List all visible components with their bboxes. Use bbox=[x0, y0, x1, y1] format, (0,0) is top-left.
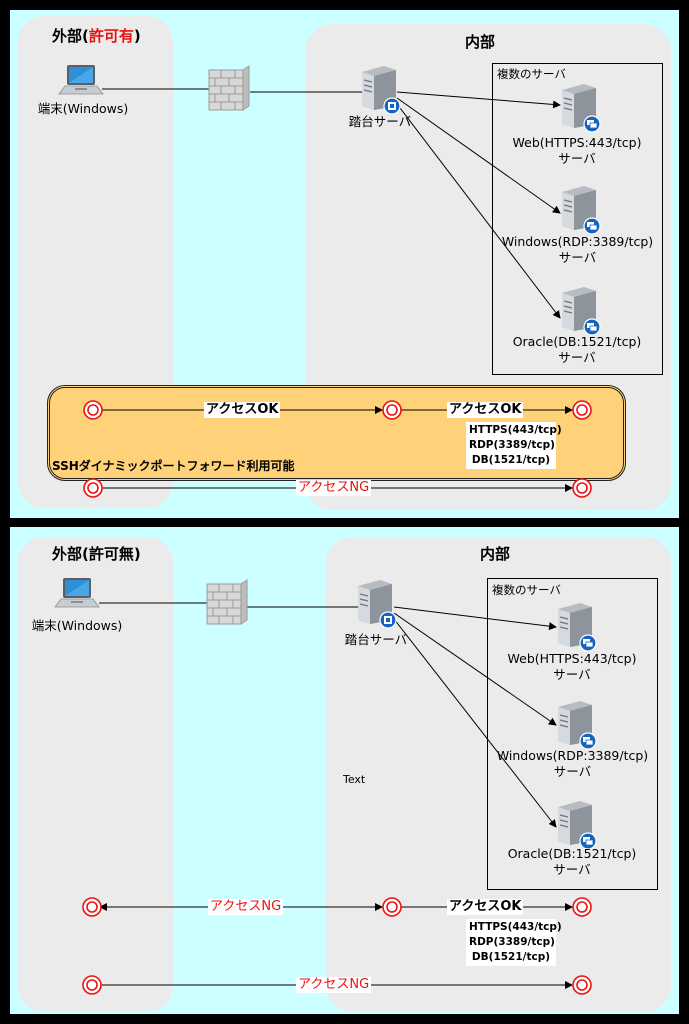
server-endpoint bbox=[572, 897, 592, 917]
bastion-windows-arrow bbox=[393, 612, 557, 726]
flow-ext-bastion-label: アクセスNG bbox=[208, 899, 284, 915]
bastion-label: 踏台サーバ bbox=[348, 114, 412, 129]
server-group-box bbox=[487, 578, 658, 890]
bastion-server-icon bbox=[358, 580, 397, 629]
port-list: HTTPS(443/tcp)RDP(3389/tcp)DB(1521/tcp) bbox=[466, 919, 562, 966]
firewall-icon bbox=[206, 579, 248, 625]
server-endpoint bbox=[572, 478, 592, 498]
web-server-label: Web(HTTPS:443/tcp)サーバ bbox=[507, 651, 637, 682]
bastion-label: 踏台サーバ bbox=[344, 632, 408, 647]
server-group-title: 複数のサーバ bbox=[492, 583, 561, 597]
diagram-panel-allowed: 外部(許可有) 内部 複数のサーバ 端末(Windows) 踏台サーバ Web(… bbox=[10, 10, 679, 518]
web-server-icon bbox=[562, 84, 601, 133]
external-endpoint bbox=[82, 897, 102, 917]
firewall-icon bbox=[208, 65, 250, 111]
external-endpoint bbox=[83, 478, 103, 498]
external-heading: 外部(許可無) bbox=[52, 545, 141, 563]
diagram-panel-denied: 外部(許可無) 内部 複数のサーバ 端末(Windows) 踏台サーバ Web(… bbox=[10, 527, 679, 1014]
server-endpoint bbox=[572, 400, 592, 420]
windows-server-label: Windows(RDP:3389/tcp)サーバ bbox=[501, 234, 654, 265]
external-endpoint bbox=[83, 400, 103, 420]
web-server-icon bbox=[558, 603, 597, 652]
bastion-endpoint bbox=[382, 897, 402, 917]
bastion-web-arrow bbox=[396, 91, 561, 109]
flow-ext-server-label: アクセスNG bbox=[296, 977, 372, 993]
oracle-server-icon bbox=[562, 287, 601, 336]
internal-heading: 内部 bbox=[480, 545, 511, 563]
windows-server-label: Windows(RDP:3389/tcp)サーバ bbox=[496, 748, 649, 779]
server-group-title: 複数のサーバ bbox=[497, 67, 566, 81]
bastion-oracle-arrow bbox=[396, 103, 561, 319]
windows-server-icon bbox=[562, 186, 601, 235]
external-endpoint bbox=[82, 975, 102, 995]
flow-bastion-server-label: アクセスOK bbox=[447, 402, 524, 418]
permission-highlight: 許可有 bbox=[88, 27, 134, 45]
flow-ext-server-label: アクセスNG bbox=[296, 480, 372, 496]
port-list: HTTPS(443/tcp)RDP(3389/tcp)DB(1521/tcp) bbox=[466, 422, 562, 469]
bastion-oracle-arrow bbox=[393, 618, 557, 828]
terminal-label: 端末(Windows) bbox=[37, 101, 129, 116]
terminal-label: 端末(Windows) bbox=[31, 618, 123, 633]
bastion-windows-arrow bbox=[396, 97, 561, 214]
laptop-icon bbox=[58, 64, 104, 95]
flow-bastion-server-label: アクセスOK bbox=[447, 899, 524, 915]
bastion-web-arrow bbox=[393, 606, 557, 631]
external-heading: 外部(許可有) bbox=[52, 27, 141, 45]
web-server-label: Web(HTTPS:443/tcp)サーバ bbox=[512, 135, 642, 166]
stray-text: Text bbox=[343, 773, 366, 786]
windows-server-icon bbox=[558, 701, 597, 750]
oracle-server-icon bbox=[558, 801, 597, 850]
server-endpoint bbox=[572, 975, 592, 995]
oracle-server-label: Oracle(DB:1521/tcp)サーバ bbox=[512, 334, 642, 365]
ssh-forward-note: SSHダイナミックポートフォワード利用可能 bbox=[52, 459, 295, 473]
internal-heading: 内部 bbox=[465, 33, 496, 51]
oracle-server-label: Oracle(DB:1521/tcp)サーバ bbox=[507, 846, 637, 877]
bastion-server-icon bbox=[362, 66, 401, 115]
external-zone bbox=[18, 537, 173, 1012]
server-group-box bbox=[492, 63, 663, 375]
laptop-icon bbox=[54, 577, 100, 608]
bastion-endpoint bbox=[382, 400, 402, 420]
flow-ext-bastion-label: アクセスOK bbox=[204, 402, 281, 418]
